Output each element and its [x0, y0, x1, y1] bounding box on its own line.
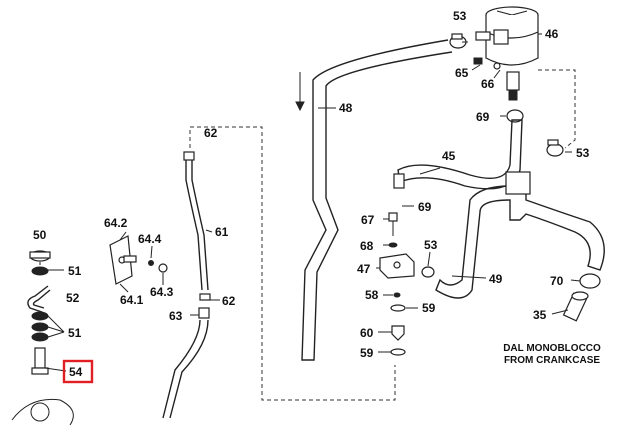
callout-51: 51 [68, 264, 82, 278]
o-ring-59-lower [390, 348, 406, 356]
callout-35: 35 [533, 308, 547, 322]
callout-52: 52 [66, 291, 80, 305]
callout-64-1: 64.1 [120, 293, 144, 307]
callout-46: 46 [545, 27, 559, 41]
callout-68: 68 [360, 239, 374, 253]
callout-64-4: 64.4 [138, 232, 162, 246]
arrow-48-head [295, 101, 305, 112]
callout-51: 51 [68, 326, 82, 340]
washer-68 [388, 242, 398, 248]
callout-69: 69 [476, 110, 490, 124]
callout-53: 53 [453, 9, 467, 23]
washer-51-upper [31, 266, 49, 276]
plug-60 [391, 325, 405, 341]
callout-47: 47 [357, 262, 371, 276]
nut-64-3 [158, 263, 168, 273]
pipe-52 [27, 285, 51, 313]
o-ring-59-upper [390, 304, 406, 312]
hose-45 [397, 119, 523, 190]
hose-48 [301, 39, 453, 361]
seal-62-left [199, 293, 211, 301]
highlight-box [62, 359, 94, 384]
hose-49 [435, 175, 605, 299]
callout-60: 60 [360, 326, 374, 340]
callout-58: 58 [365, 288, 379, 302]
screw-67 [388, 212, 398, 236]
leader-lines [39, 33, 581, 372]
nut-50 [29, 250, 51, 262]
callout-54: 54 [69, 365, 83, 379]
callout-62: 62 [222, 294, 236, 308]
hose-clamp-53-right [546, 139, 564, 157]
grommet-64-4 [148, 260, 154, 266]
dashed-route-left [189, 126, 396, 401]
hose-clamp-70 [579, 273, 601, 289]
fitting-63 [198, 307, 210, 319]
dashed-route-right [538, 69, 576, 149]
callout-49: 49 [489, 272, 503, 286]
hose-45-end [393, 173, 405, 189]
t-fitting [505, 171, 531, 195]
bracket-64-2 [109, 235, 137, 285]
note-line-2: FROM CRANKCASE [504, 355, 600, 366]
tube-61 [185, 157, 209, 291]
washer-58 [393, 292, 401, 298]
screw-65 [473, 57, 483, 65]
washer-66 [493, 62, 501, 70]
callout-48: 48 [339, 101, 353, 115]
callout-70: 70 [550, 274, 564, 288]
callout-63: 63 [169, 309, 183, 323]
valve-47 [379, 253, 415, 279]
callout-59: 59 [422, 301, 436, 315]
callout-64-3: 64.3 [150, 285, 174, 299]
tube-63-lower [162, 319, 209, 419]
callout-59: 59 [360, 346, 374, 360]
callout-65: 65 [455, 66, 469, 80]
fitting-35 [562, 291, 589, 322]
callout-69: 69 [418, 200, 432, 214]
callout-62: 62 [204, 126, 218, 140]
callout-45: 45 [442, 149, 456, 163]
tube-61-cap [183, 151, 195, 161]
callout-64-2: 64.2 [104, 216, 128, 230]
callout-61: 61 [215, 225, 229, 239]
hose-clamp-53-lower [421, 266, 435, 278]
callout-53: 53 [576, 146, 590, 160]
callout-67: 67 [361, 213, 375, 227]
engine-housing-fragment [11, 398, 74, 426]
hose-clamp-69-upper [506, 109, 524, 123]
hose-clamp-53-top [449, 33, 467, 49]
breather-canister [475, 6, 539, 101]
callout-66: 66 [481, 77, 495, 91]
callout-50: 50 [33, 228, 47, 242]
callout-53: 53 [424, 238, 438, 252]
banjo-bolt-54 [31, 347, 49, 375]
washer-51-stack [31, 311, 49, 342]
note-line-1: DAL MONOBLOCCO [503, 343, 601, 354]
